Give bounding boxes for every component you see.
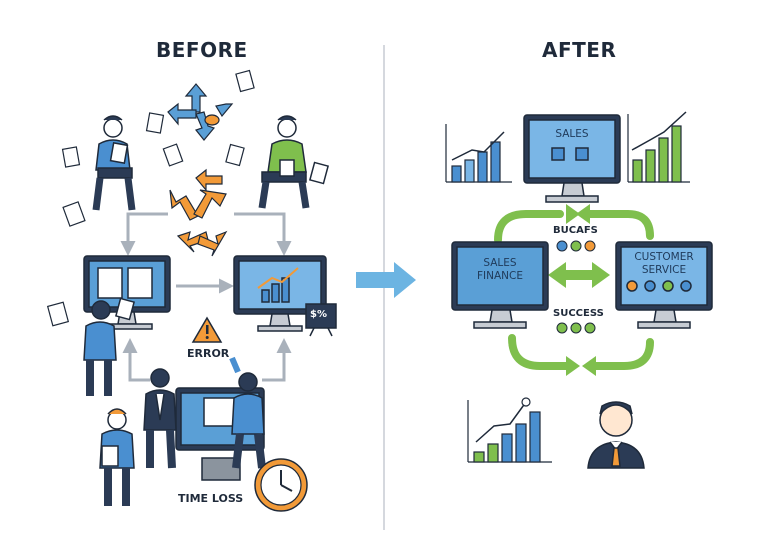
transition-arrow-icon	[356, 262, 416, 298]
person-icon	[84, 298, 134, 396]
sales-finance-screen-label: SALES FINANCE	[457, 257, 543, 283]
bar-chart-icon	[446, 124, 512, 182]
person-icon	[96, 116, 132, 210]
warning-icon	[193, 318, 221, 342]
sales-screen-label: SALES	[529, 128, 615, 141]
arrows-chaos-icon	[168, 84, 232, 140]
bar-chart-icon	[468, 398, 552, 462]
arrows-chaos-icon	[170, 170, 226, 256]
small-monitor-text: $%	[310, 309, 327, 320]
person-icon	[262, 116, 328, 208]
bar-chart-icon	[628, 112, 690, 182]
team-icons	[557, 323, 595, 333]
monitor-icon	[452, 242, 548, 328]
person-icon	[144, 369, 176, 468]
person-icon	[232, 358, 264, 468]
clock-icon	[255, 459, 307, 511]
double-arrow-icon	[548, 262, 610, 288]
team-icons	[557, 241, 595, 251]
before-title: BEFORE	[156, 38, 248, 62]
error-label: ERROR	[187, 347, 229, 360]
person-icon	[100, 409, 134, 506]
customer-service-screen-label: CUSTOMER SERVICE	[621, 251, 707, 277]
top-flow-label: BUCAFS	[553, 225, 598, 236]
person-icon	[588, 402, 644, 468]
after-title: AFTER	[542, 38, 616, 62]
time-loss-label: TIME LOSS	[178, 492, 243, 505]
bottom-flow-label: SUCCESS	[553, 308, 604, 319]
